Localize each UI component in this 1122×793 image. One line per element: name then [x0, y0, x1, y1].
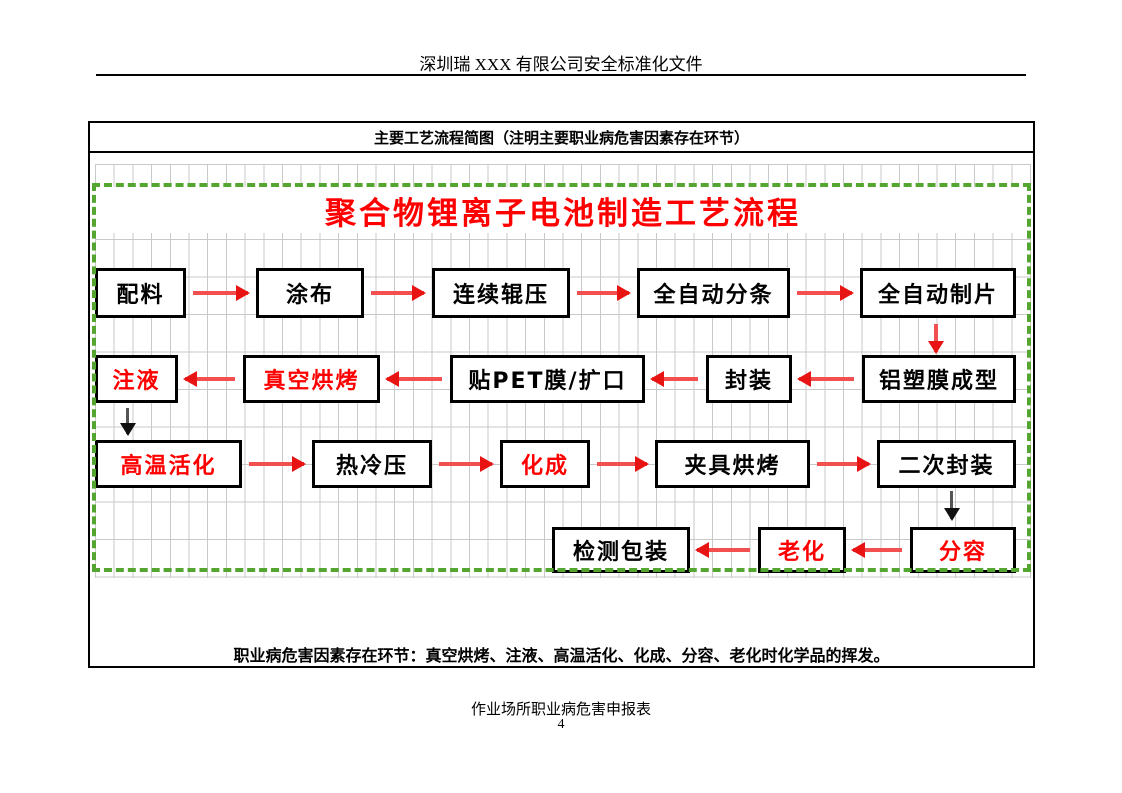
hazard-note: 职业病危害因素存在环节：真空烘烤、注液、高温活化、化成、分容、老化时化学品的挥发… — [233, 646, 890, 665]
arrow-right-icon — [577, 291, 629, 295]
arrow-down-icon — [950, 491, 953, 519]
arrow-right-icon — [797, 291, 852, 295]
diagram-title: 聚合物锂离子电池制造工艺流程 — [325, 195, 801, 232]
flow-step-zhenkong-hongkao: 真空烘烤 — [243, 355, 380, 403]
arrow-left-icon — [387, 377, 442, 381]
arrow-left-icon — [185, 377, 235, 381]
flow-step-huacheng: 化成 — [500, 440, 590, 488]
arrow-right-icon — [439, 462, 492, 466]
flow-step-tubu: 涂布 — [256, 268, 364, 318]
flow-step-fenrong: 分容 — [910, 527, 1016, 573]
arrow-right-icon — [597, 462, 647, 466]
arrow-left-icon — [697, 548, 750, 552]
flow-step-quanzidong-fentiao: 全自动分条 — [637, 268, 790, 318]
arrow-left-icon — [853, 548, 902, 552]
arrow-down-icon — [126, 408, 129, 434]
flow-step-lvsumo-chengxing: 铝塑膜成型 — [862, 355, 1016, 403]
flow-step-gaowen-huohua: 高温活化 — [95, 440, 242, 488]
arrow-right-icon — [371, 291, 424, 295]
header-divider — [96, 74, 1026, 76]
flow-step-jiaju-hongkao: 夹具烘烤 — [655, 440, 810, 488]
arrow-down-icon — [934, 324, 938, 352]
diagram-title-band: 聚合物锂离子电池制造工艺流程 — [95, 187, 1031, 233]
flow-step-zhuye: 注液 — [95, 355, 178, 403]
flow-step-lianxugunya: 连续辊压 — [432, 268, 570, 318]
flow-step-fengzhuang: 封装 — [706, 355, 792, 403]
document-footer-title: 作业场所职业病危害申报表 — [470, 702, 651, 718]
page-number: 4 — [557, 717, 565, 732]
diagram-caption: 主要工艺流程简图（注明主要职业病危害因素存在环节） — [88, 121, 1035, 153]
flow-step-relengya: 热冷压 — [312, 440, 432, 488]
flow-step-erci-fengzhuang: 二次封装 — [877, 440, 1016, 488]
arrow-right-icon — [193, 291, 248, 295]
flow-step-peiliao: 配料 — [95, 268, 186, 318]
flow-step-quanzidong-zhipian: 全自动制片 — [860, 268, 1016, 318]
arrow-left-icon — [799, 377, 854, 381]
flow-step-jiance-baozhuang: 检测包装 — [552, 527, 690, 573]
arrow-right-icon — [249, 462, 304, 466]
flow-step-laohua: 老化 — [758, 527, 846, 573]
arrow-left-icon — [652, 377, 698, 381]
flow-step-tie-pet-mo-kuokou: 贴PET膜/扩口 — [450, 355, 645, 403]
document-header-title: 深圳瑞 XXX 有限公司安全标准化文件 — [419, 55, 703, 74]
arrow-right-icon — [817, 462, 869, 466]
